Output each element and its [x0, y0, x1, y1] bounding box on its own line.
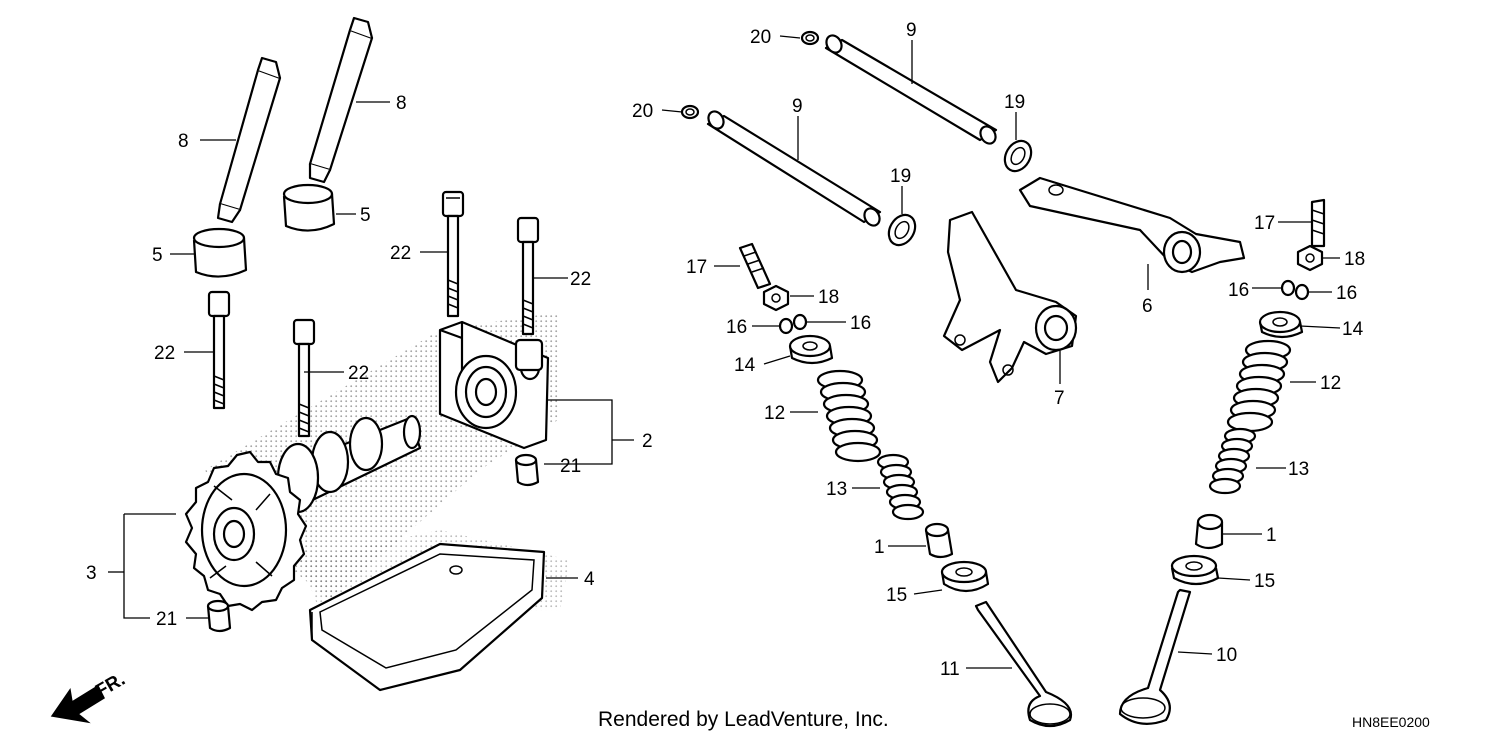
o-ring-upper: [800, 30, 820, 46]
callout-22: 22: [570, 269, 591, 290]
rocker-arm-intake: [942, 210, 1078, 384]
callout-20: 20: [750, 27, 771, 48]
callout-13: 13: [826, 479, 847, 500]
callout-19: 19: [1004, 92, 1025, 113]
callout-2: 2: [642, 431, 653, 452]
intake-valve: [974, 600, 1073, 728]
spring-retainer-right: [1258, 310, 1304, 339]
bolt-top-right: [516, 216, 540, 336]
callout-22: 22: [348, 363, 369, 384]
callout-15: 15: [886, 585, 907, 606]
rocker-shaft-upper: [824, 34, 998, 145]
callout-18: 18: [1344, 249, 1365, 270]
callout-1: 1: [874, 537, 885, 558]
render-credit: Rendered by LeadVenture, Inc.: [598, 708, 889, 731]
front-arrow-icon: [50, 684, 105, 724]
spring-seat-left: [940, 560, 990, 593]
lock-nut-right: [1296, 244, 1324, 272]
callout-4: 4: [584, 569, 595, 590]
callout-5: 5: [152, 245, 163, 266]
valve-stem-seal-right: [1194, 513, 1224, 550]
callout-13: 13: [1288, 459, 1309, 480]
inner-valve-spring-left: [876, 453, 925, 521]
callout-15: 15: [1254, 571, 1275, 592]
callout-5: 5: [360, 205, 371, 226]
rocker-shaft-lower: [706, 110, 882, 227]
outer-valve-spring-left: [816, 369, 882, 463]
callout-numbers: 8 8 5 5 22 22 22 22 2 21 3 4 21 20 9 20 …: [86, 20, 1365, 680]
oil-tray: [308, 542, 546, 692]
spring-retainer-left: [788, 334, 834, 365]
callout-22: 22: [154, 343, 175, 364]
exhaust-valve: [1118, 588, 1192, 725]
callout-12: 12: [764, 403, 785, 424]
callout-16: 16: [850, 313, 871, 334]
lock-nut-left: [762, 284, 790, 312]
camshaft-holder: [438, 320, 550, 450]
callout-6: 6: [1142, 296, 1153, 317]
bolt-mid-left: [207, 290, 231, 410]
callout-9: 9: [792, 96, 803, 117]
bolt-mid-right: [292, 318, 316, 438]
rocker-arm-exhaust: [1018, 176, 1246, 274]
callout-1: 1: [1266, 525, 1277, 546]
push-rod-right: [308, 16, 374, 184]
callout-16: 16: [726, 317, 747, 338]
callout-17: 17: [1254, 213, 1275, 234]
outer-valve-spring-right: [1226, 339, 1292, 433]
callout-14: 14: [734, 355, 756, 376]
callout-21: 21: [560, 456, 581, 477]
callout-18: 18: [818, 287, 839, 308]
callout-3: 3: [86, 563, 97, 584]
callout-8: 8: [178, 131, 189, 152]
callout-21: 21: [156, 609, 177, 630]
valve-cotter-right: [1280, 279, 1310, 301]
valve-stem-seal-left: [924, 522, 954, 559]
leader-lines: [108, 35, 1341, 669]
valve-lifter-left: [192, 227, 248, 278]
callout-17: 17: [686, 257, 707, 278]
callout-9: 9: [906, 20, 917, 41]
valve-lifter-right: [282, 183, 336, 232]
callout-19: 19: [890, 166, 911, 187]
adjusting-screw-right: [1310, 198, 1326, 248]
inner-valve-spring-right: [1208, 427, 1257, 495]
callout-16: 16: [1228, 280, 1249, 301]
callout-11: 11: [940, 659, 960, 680]
push-rod-left: [216, 56, 282, 224]
callout-10: 10: [1216, 645, 1237, 666]
o-ring-lower: [680, 104, 700, 120]
valve-cotter-left: [778, 313, 808, 335]
callout-16: 16: [1336, 283, 1357, 304]
bolt-top-left: [441, 190, 465, 318]
dowel-pin-upper: [514, 453, 540, 487]
callout-20: 20: [632, 101, 653, 122]
callout-22: 22: [390, 243, 411, 264]
dowel-pin-lower: [206, 599, 232, 633]
callout-12: 12: [1320, 373, 1341, 394]
cam-sprocket: [184, 450, 308, 612]
callout-8: 8: [396, 93, 407, 114]
rocker-washer-upper: [1003, 139, 1033, 173]
adjusting-screw-left: [738, 242, 772, 290]
rocker-washer-lower: [887, 213, 917, 247]
diagram-code: HN8EE0200: [1352, 714, 1430, 730]
callout-7: 7: [1054, 388, 1065, 409]
spring-seat-right: [1170, 554, 1220, 586]
callout-14: 14: [1342, 319, 1364, 340]
